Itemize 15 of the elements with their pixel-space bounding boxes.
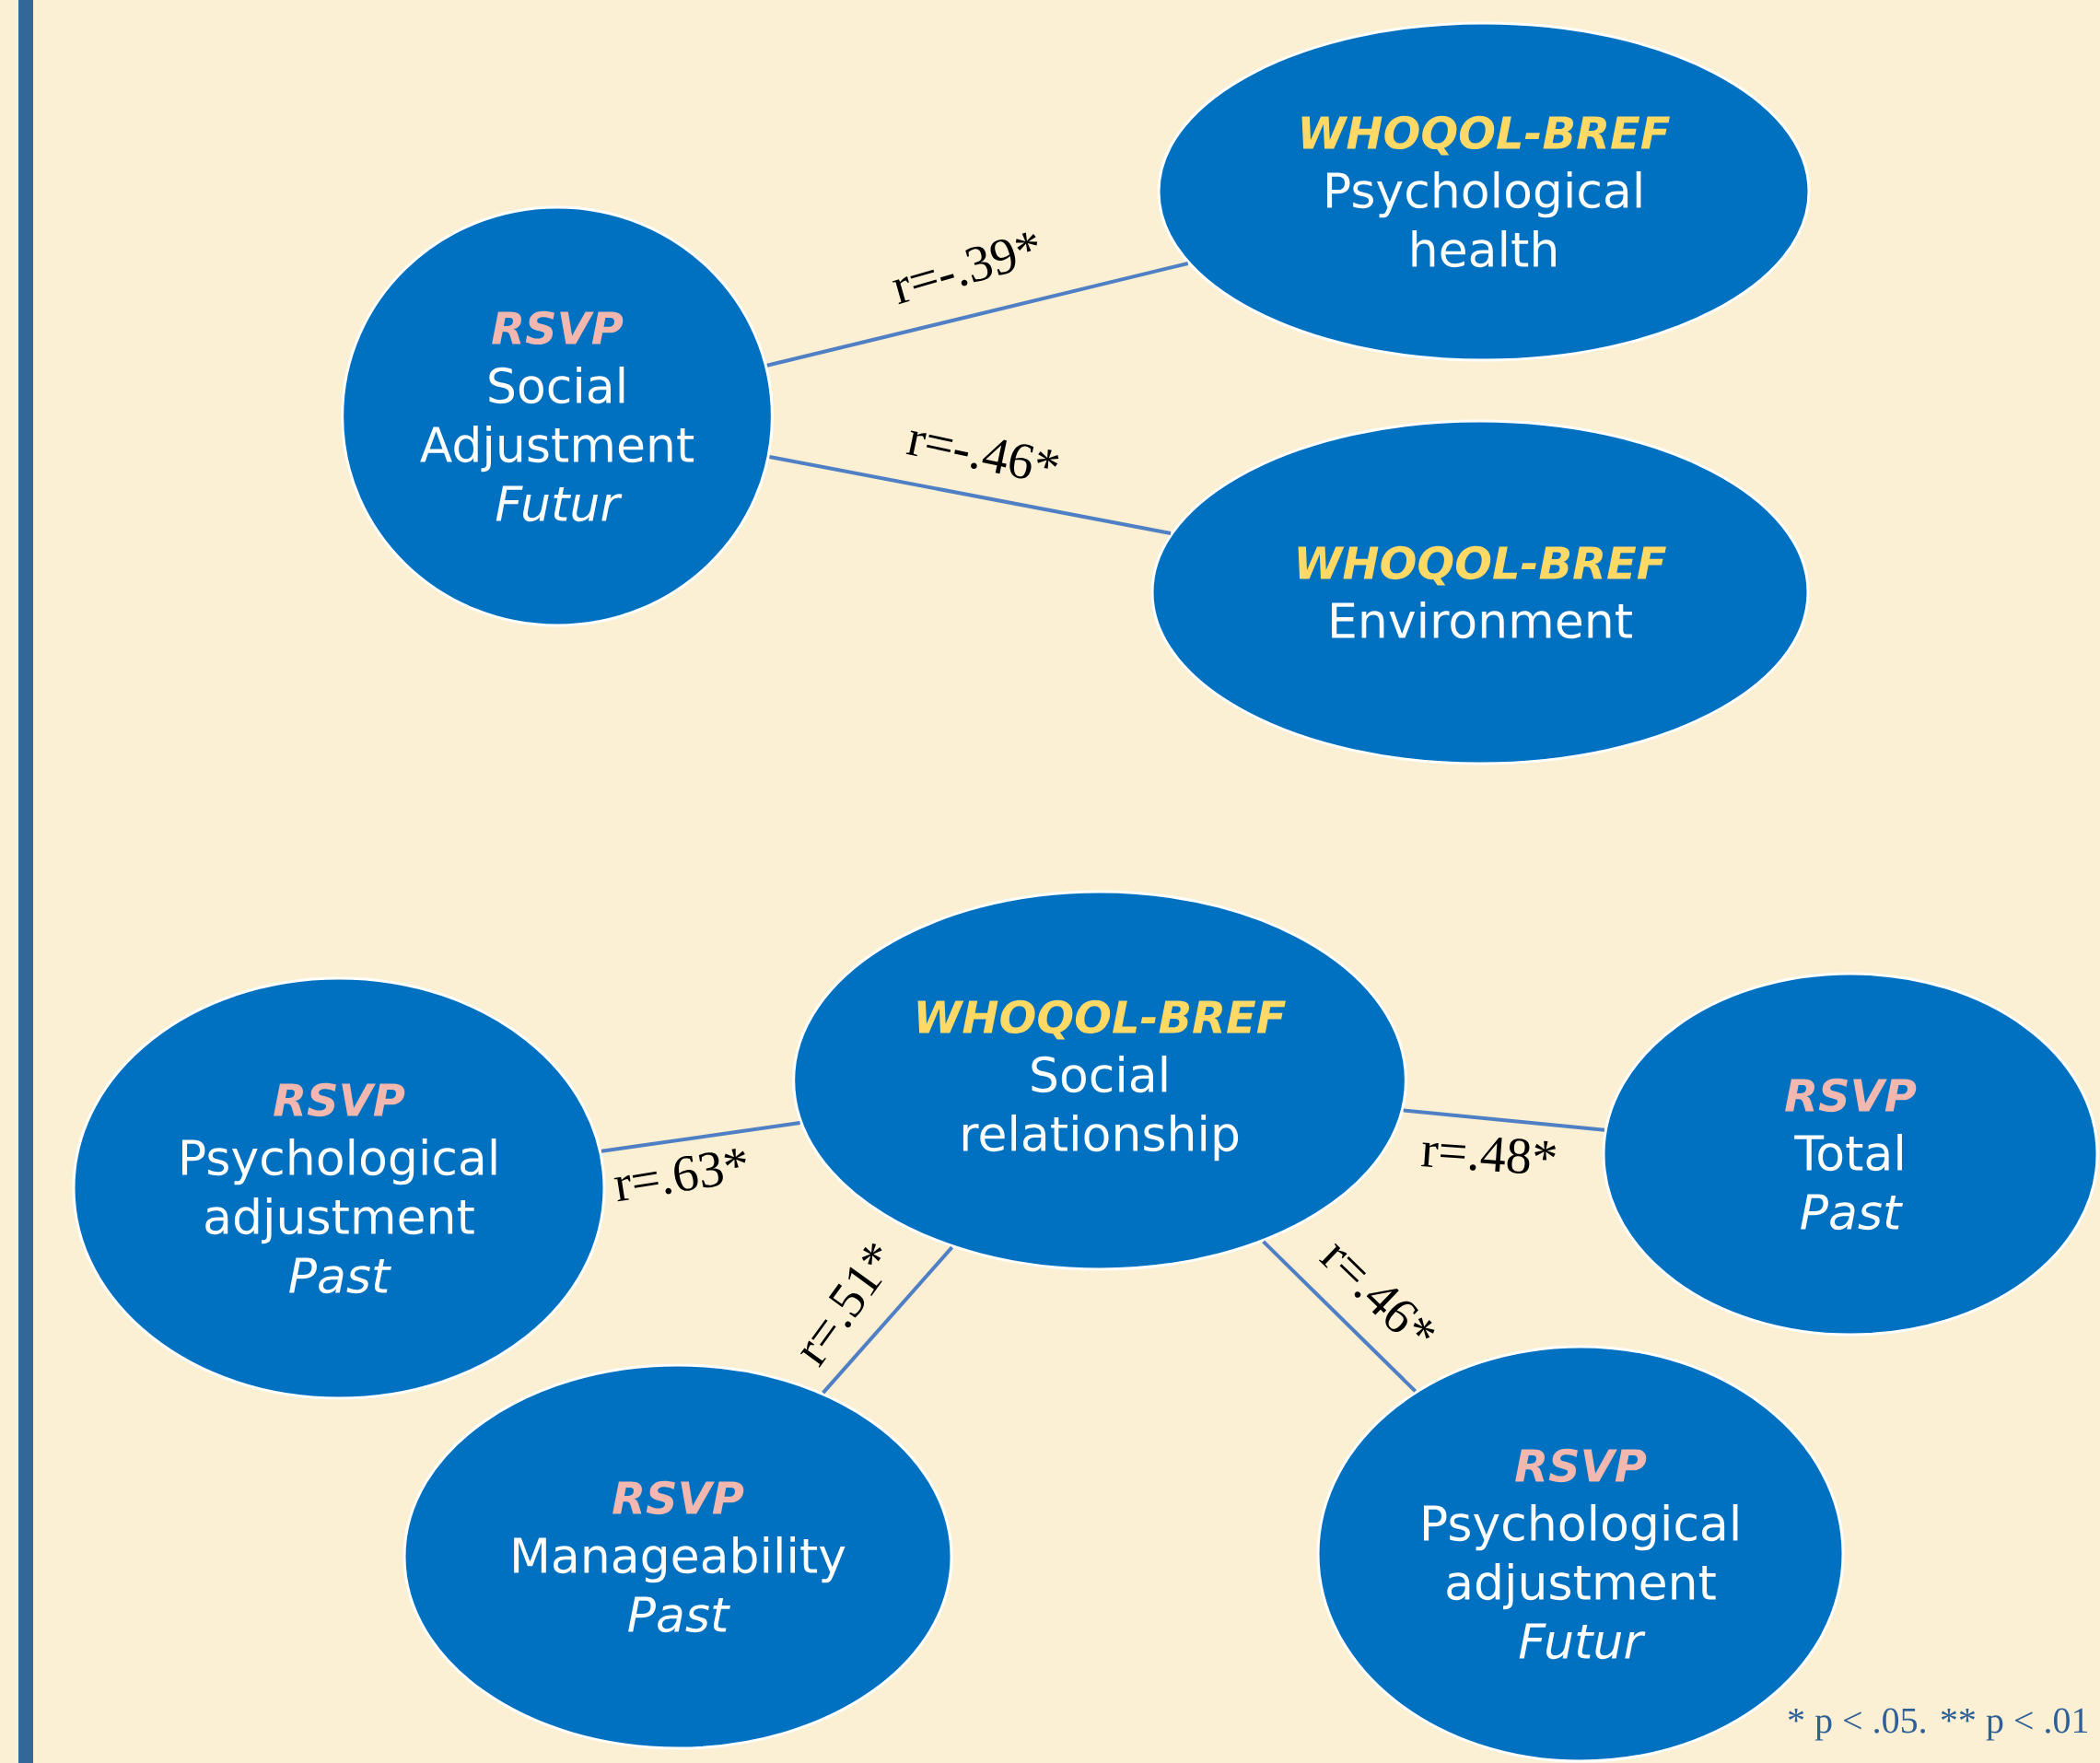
connector-line	[601, 1121, 800, 1153]
ellipse-node: RSVP Total Past	[1602, 972, 2099, 1337]
edge-label: r=.63*	[610, 1145, 753, 1204]
ellipse-node: WHOQOL-BREF Environment	[1150, 419, 1810, 765]
ellipse-node: WHOQOL-BREF Psychological health	[1157, 21, 1811, 362]
connector-line	[1262, 1240, 1418, 1393]
edge-label: r=.48*	[1418, 1130, 1560, 1178]
connector-line	[769, 454, 1172, 535]
connector-line	[822, 1245, 954, 1395]
edge-label: r=-.39*	[887, 228, 1047, 307]
edge-label: r=-.46*	[904, 418, 1064, 488]
ellipse-node: RSVP Psychological adjustment Past	[72, 976, 606, 1400]
connector-line	[1403, 1108, 1605, 1132]
connector-line	[766, 262, 1189, 368]
ellipse-node: RSVP Social Adjustment Futur	[341, 205, 774, 627]
